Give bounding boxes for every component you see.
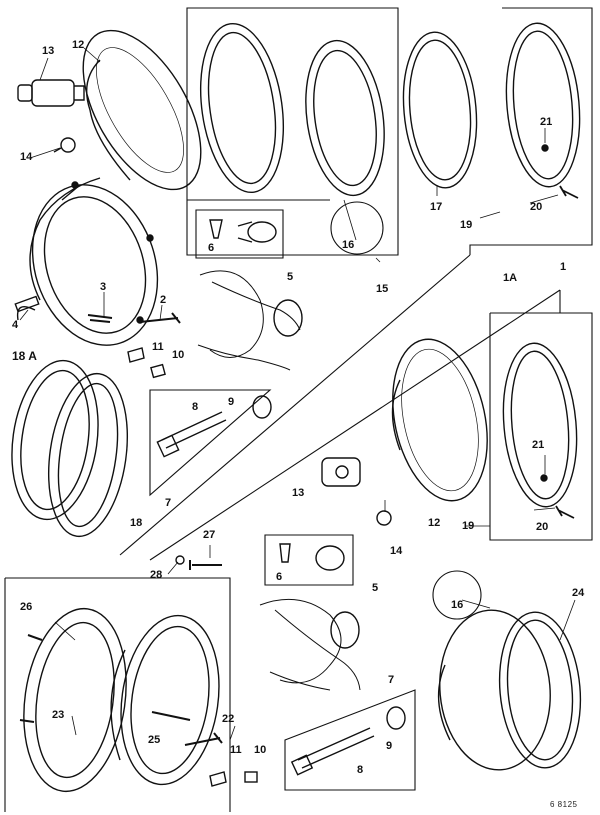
bulb-13-lower (321, 457, 361, 487)
callout-6: 6 (208, 242, 215, 254)
seal-ring-17 (402, 31, 478, 189)
callout-14: 14 (20, 151, 33, 163)
callout-20: 20 (530, 201, 543, 213)
clip-11 (127, 347, 145, 363)
leader-lines (19, 47, 576, 741)
callout-12: 12 (72, 39, 85, 51)
callout-21-lower: 21 (532, 439, 545, 451)
light-unit-12-upper (82, 29, 202, 191)
group-frames (4, 7, 593, 812)
callout-25: 25 (148, 734, 161, 746)
callout-23: 23 (52, 709, 65, 721)
screw-27 (189, 560, 222, 570)
callout-6-lower: 6 (276, 571, 283, 583)
callout-18a: 18 A (12, 349, 37, 363)
nut-10-lower (244, 771, 258, 783)
callout-27: 27 (203, 529, 216, 541)
callout-17: 17 (430, 201, 443, 213)
callout-8: 8 (192, 401, 199, 413)
connector-6-5-lower (279, 543, 345, 571)
shell-25-lower (110, 614, 220, 786)
callout-13: 13 (42, 45, 55, 57)
flange-26 (19, 607, 127, 793)
gasket-18a-and-flange-18 (11, 359, 129, 538)
callout-11-lower: 11 (230, 744, 242, 756)
callout-15: 15 (376, 283, 389, 295)
callout-2: 2 (160, 294, 167, 306)
bulb-14-upper (53, 137, 76, 153)
light-unit-12-lower (391, 338, 488, 502)
bulb-13-upper (17, 79, 85, 107)
wiring-harness-upper (197, 270, 301, 371)
callout-16-lower: 16 (451, 599, 464, 611)
callout-24: 24 (572, 587, 585, 599)
screw-22 (184, 732, 223, 746)
callout-20-lower: 20 (536, 521, 549, 533)
callout-12-lower: 12 (428, 517, 441, 529)
socket-lower (330, 611, 360, 649)
callout-7-lower: 7 (388, 674, 395, 686)
headlamp-shell-upper (14, 177, 159, 346)
callout-13-lower: 13 (292, 487, 305, 499)
bulb-14-lower (376, 510, 392, 526)
outer-rim-19-lower (502, 342, 578, 519)
callout-19-lower: 19 (462, 520, 475, 532)
rim-ring-set-upper (199, 22, 385, 197)
callout-10: 10 (172, 349, 185, 361)
callout-7: 7 (165, 497, 172, 509)
callout-1: 1 (560, 261, 567, 273)
socket-upper (273, 299, 303, 337)
callout-9: 9 (228, 396, 235, 408)
callout-19: 19 (460, 219, 473, 231)
callout-26: 26 (20, 601, 33, 613)
nut-10 (150, 363, 166, 379)
callout-5: 5 (287, 271, 294, 283)
outer-rim-19-upper (505, 22, 581, 199)
callout-28: 28 (150, 569, 163, 581)
callout-8-lower: 8 (357, 764, 364, 776)
callout-16: 16 (342, 239, 355, 251)
callout-11: 11 (152, 341, 164, 353)
callout-14-lower: 14 (390, 545, 403, 557)
callout-18: 18 (130, 517, 143, 529)
callout-1a: 1A (503, 272, 518, 284)
callout-22: 22 (222, 713, 235, 725)
clip-11-lower (209, 771, 227, 787)
connector-6-5-upper (209, 219, 277, 243)
wiring-harness-lower (259, 598, 361, 691)
callout-10-lower: 10 (254, 744, 267, 756)
adjuster-assembly-7-8-9-lower (290, 706, 406, 776)
callout-9-lower: 9 (386, 740, 393, 752)
callout-3: 3 (100, 281, 107, 293)
headlamp-assembly-24 (437, 609, 582, 771)
washer-28 (175, 555, 185, 565)
adjuster-assembly-7-8-9-upper (156, 395, 272, 458)
drawing-number: 6 8125 (550, 800, 578, 809)
callout-4: 4 (12, 319, 19, 331)
callout-5-lower: 5 (372, 582, 379, 594)
callout-21: 21 (540, 116, 553, 128)
screw-2 (139, 312, 181, 324)
